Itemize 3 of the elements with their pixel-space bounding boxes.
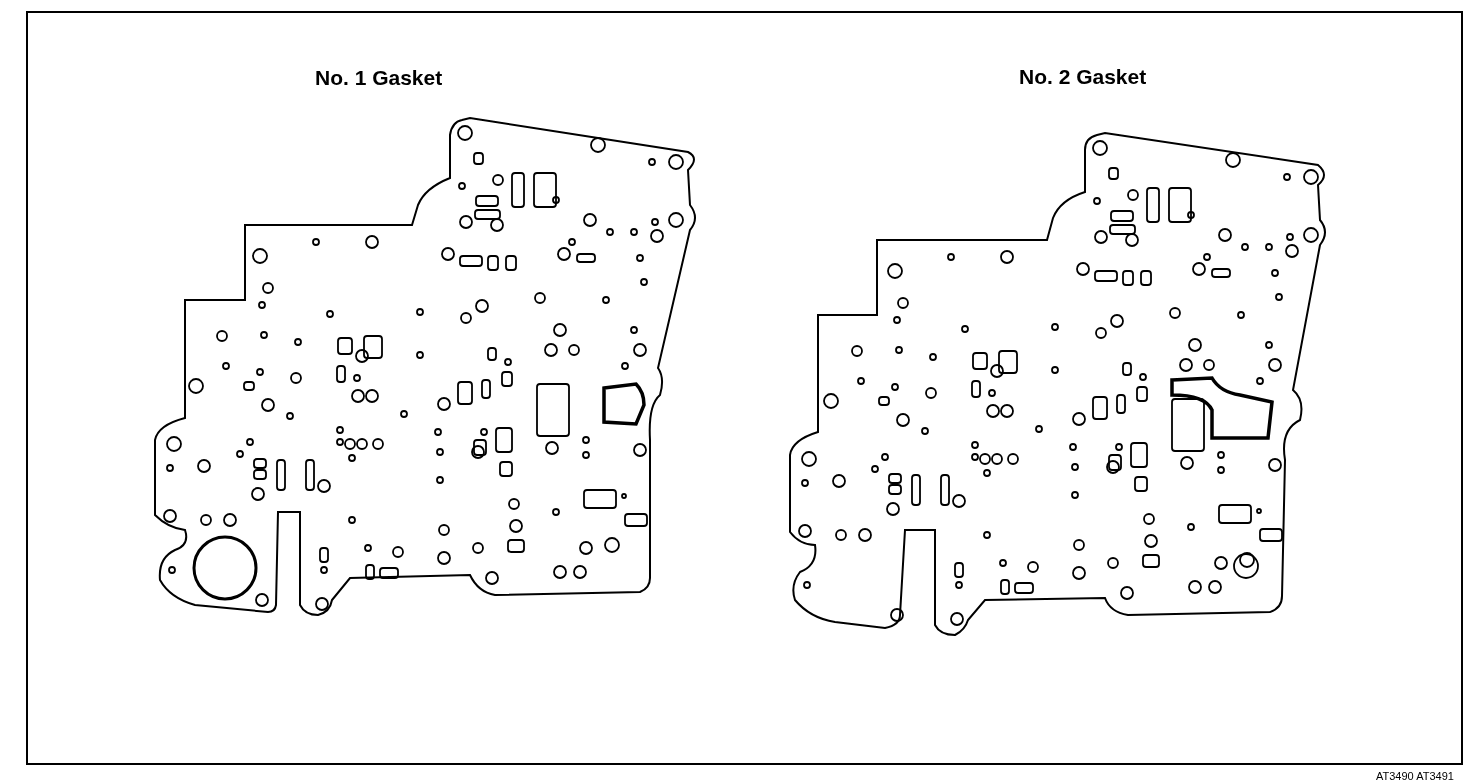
part-title: No. 2 Gasket <box>1019 65 1147 89</box>
figure-code: AT3490 AT3491 <box>1376 770 1454 782</box>
part-title: No. 1 Gasket <box>315 66 443 90</box>
